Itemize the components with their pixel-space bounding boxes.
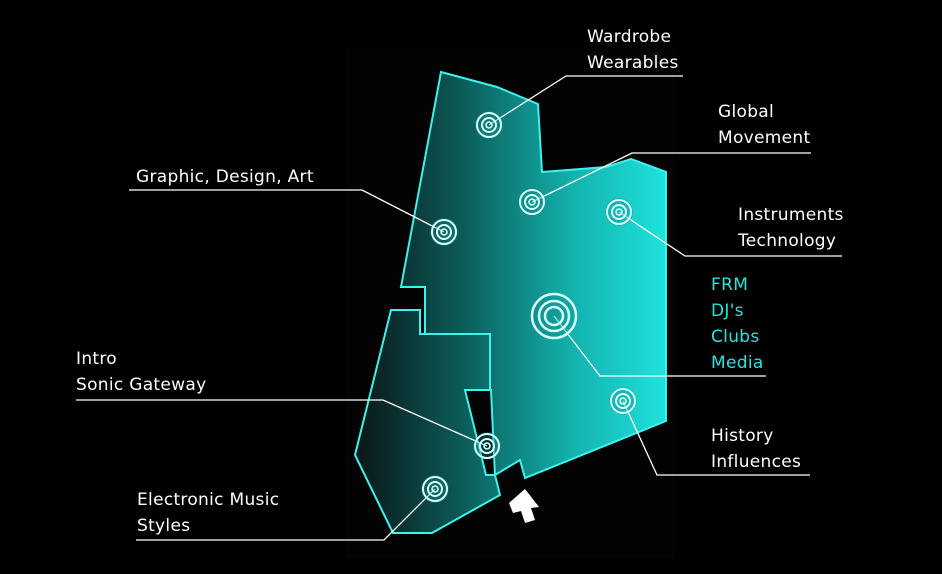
label-global-line-2: Movement	[718, 128, 811, 148]
hotspot-intro-icon[interactable]	[473, 432, 501, 460]
label-global: Global Movement	[718, 99, 810, 151]
leader-line-wardrobe	[488, 75, 683, 126]
label-history-line-1: History	[711, 426, 774, 446]
hotspot-history-icon[interactable]	[609, 387, 637, 415]
label-media-line-2: DJ's	[711, 301, 744, 321]
leader-line-media	[553, 315, 766, 377]
label-electronic-line-1: Electronic Music	[137, 490, 280, 510]
label-graphic-line-1: Graphic, Design, Art	[136, 167, 314, 187]
leader-line-instruments	[618, 211, 842, 257]
leader-line-history	[622, 400, 810, 476]
label-electronic-line-2: Styles	[137, 516, 191, 536]
label-intro-line-2: Sonic Gateway	[76, 375, 207, 395]
label-intro-line-1: Intro	[76, 349, 117, 369]
label-wardrobe: Wardrobe Wearables	[587, 24, 679, 76]
label-history: History Influences	[711, 423, 801, 475]
label-media-line-4: Media	[711, 353, 764, 373]
label-media-line-3: Clubs	[711, 327, 760, 347]
label-instruments: Instruments Technology	[738, 202, 844, 254]
entrance-arrow-icon	[509, 489, 539, 523]
floor-lower	[353, 309, 502, 534]
hotspot-wardrobe-icon[interactable]	[475, 111, 503, 139]
hotspot-media-icon[interactable]	[530, 292, 578, 340]
label-media-line-1: FRM	[711, 275, 749, 295]
leader-line-intro	[76, 399, 488, 447]
leader-line-global	[531, 152, 811, 203]
label-global-line-1: Global	[718, 102, 775, 122]
label-wardrobe-line-1: Wardrobe	[587, 27, 672, 47]
label-history-line-2: Influences	[711, 452, 802, 472]
hotspot-electronic-icon[interactable]	[421, 475, 449, 503]
hotspot-graphic-icon[interactable]	[430, 218, 458, 246]
label-instruments-line-2: Technology	[738, 231, 837, 251]
leader-line-graphic	[129, 189, 445, 233]
label-graphic: Graphic, Design, Art	[136, 164, 314, 190]
label-instruments-line-1: Instruments	[738, 205, 844, 225]
hotspot-global-icon[interactable]	[518, 188, 546, 216]
label-media: FRM DJ's Clubs Media	[711, 272, 764, 376]
leader-line-electronic	[136, 488, 436, 541]
label-intro: Intro Sonic Gateway	[76, 346, 206, 398]
label-wardrobe-line-2: Wearables	[587, 53, 679, 73]
hotspot-instruments-icon[interactable]	[605, 198, 633, 226]
label-electronic: Electronic Music Styles	[137, 487, 279, 539]
